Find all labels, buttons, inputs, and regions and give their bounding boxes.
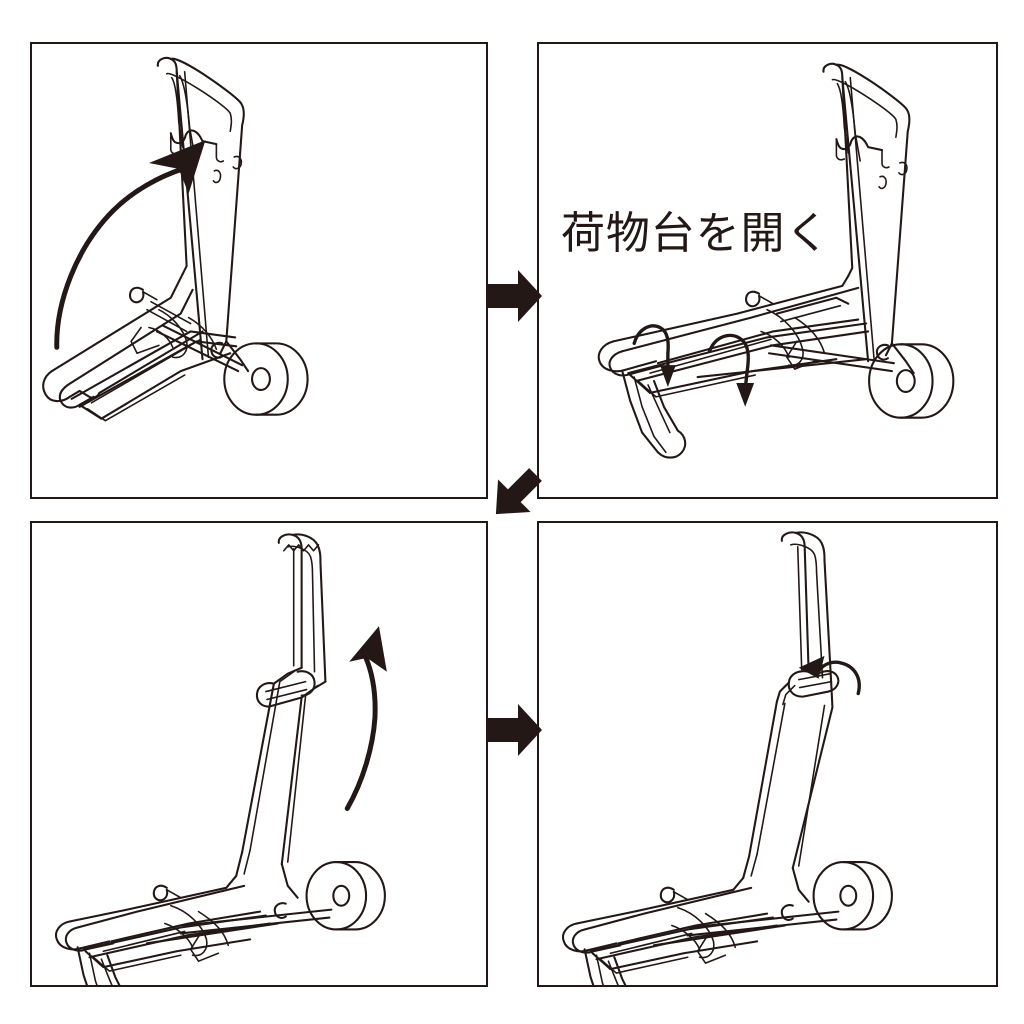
motion-arrow-lift-platform — [54, 140, 206, 350]
caption-step-2: 荷物台を開く — [561, 208, 831, 259]
panel-step-2: 荷物台を開く — [537, 42, 998, 499]
flow-arrow-step3-to-step4 — [488, 704, 542, 756]
panel-step-1 — [30, 42, 488, 499]
cart-illustration-handle-extending — [55, 533, 387, 985]
cart-illustration-platform-open — [597, 62, 955, 459]
cart-illustration-handle-locked — [562, 531, 893, 985]
flow-arrow-step2-to-step3 — [495, 468, 542, 515]
motion-arrow-open-platform-left — [632, 324, 676, 387]
flow-arrow-step1-to-step2 — [488, 270, 542, 322]
cart-illustration-platform-folded — [42, 56, 309, 422]
motion-arrow-lock-handle — [798, 655, 861, 696]
motion-arrow-open-platform-right — [707, 333, 755, 407]
panel-step-4: ハンドルを 固定する — [537, 521, 998, 987]
motion-arrow-raise-handle — [344, 626, 387, 811]
panel-step-3: ハンドルを 上げる — [30, 521, 488, 987]
